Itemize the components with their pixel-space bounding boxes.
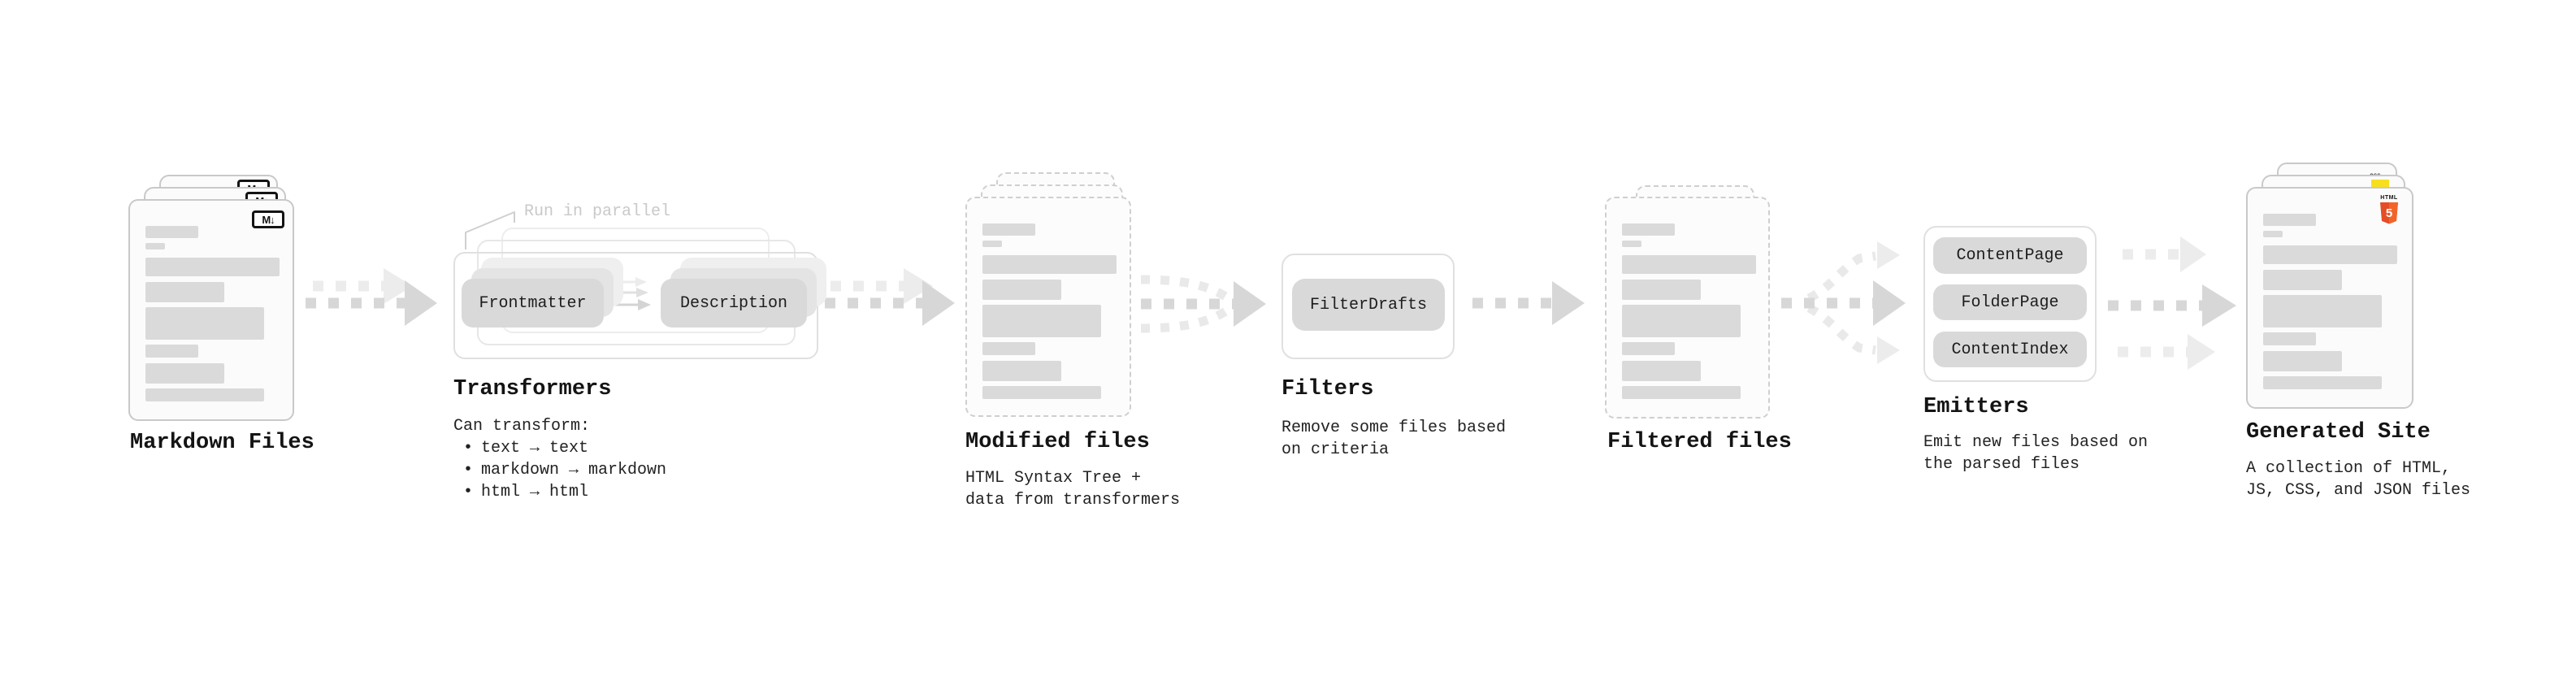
skeleton-bar: [2263, 214, 2316, 226]
skeleton-bar: [982, 255, 1117, 274]
skeleton-bar: [982, 223, 1035, 236]
arrow-markdown-to-transformers: [306, 268, 437, 326]
skeleton-bar: [1622, 386, 1741, 399]
subtitle-line: the parsed files: [1923, 455, 2080, 474]
stage-title: Emitters: [1923, 395, 2029, 419]
skeleton-bar: [982, 386, 1101, 399]
skeleton-bar: [145, 345, 198, 358]
skeleton-bar: [1622, 280, 1701, 300]
file-card: [1605, 197, 1770, 419]
svg-text:5: 5: [2386, 206, 2392, 220]
skeleton-bar: [2263, 295, 2382, 327]
skeleton-bar: [1622, 223, 1675, 236]
skeleton-bar: [1622, 342, 1675, 355]
pill-frontmatter: Frontmatter: [462, 279, 604, 327]
stage-title: Markdown Files: [130, 431, 314, 455]
subtitle-line: HTML Syntax Tree +: [965, 469, 1142, 488]
skeleton-bar: [145, 307, 264, 340]
arrow-filters-to-filtered: [1472, 281, 1585, 325]
skeleton-bar: [982, 305, 1101, 337]
skeleton-bar: [145, 282, 224, 302]
skeleton-bar: [2263, 351, 2342, 371]
run-in-parallel-note: Run in parallel: [524, 202, 671, 221]
skeleton-bar: [145, 226, 198, 238]
stage-subtitle: Remove some files based on criteria: [1281, 417, 1506, 461]
stage-subtitle: A collection of HTML, JS, CSS, and JSON …: [2246, 458, 2470, 501]
stage-title: Transformers: [453, 377, 612, 401]
arrow-modified-to-filters-merge: [1140, 275, 1266, 333]
stage-subtitle: Can transform: • text → text • markdown → …: [453, 415, 666, 503]
skeleton-bar: [2263, 376, 2382, 389]
skeleton-bar: [1622, 305, 1741, 337]
stage-title: Modified files: [965, 430, 1150, 454]
skeleton-bar: [1622, 241, 1641, 247]
subtitle-line: Can transform:: [453, 417, 591, 436]
html5-icon: HTML 5: [2379, 195, 2399, 224]
file-card: HTML 5: [2246, 187, 2413, 409]
html5-shield: 5: [2380, 202, 2398, 224]
stage-subtitle: Emit new files based on the parsed files: [1923, 432, 2148, 475]
bullet-item: • markdown → markdown: [453, 459, 666, 481]
subtitle-line: Emit new files based on: [1923, 433, 2149, 452]
skeleton-bar: [2263, 332, 2316, 345]
stage-title: Filtered files: [1607, 430, 1792, 454]
skeleton-bar: [145, 388, 264, 401]
bullet-text: text → text: [481, 439, 589, 458]
bullet-marker: •: [463, 439, 474, 458]
html5-icon-label: HTML: [2380, 195, 2398, 201]
arrow-transformers-to-modified: [825, 268, 955, 326]
skeleton-bar: [982, 280, 1061, 300]
skeleton-bar: [982, 361, 1061, 381]
subtitle-line: A collection of HTML,: [2246, 459, 2452, 478]
file-card: M↓: [128, 199, 294, 421]
skeleton-bar: [1622, 255, 1756, 274]
bullet-marker: •: [463, 483, 474, 501]
pill-contentindex: ContentIndex: [1933, 332, 2087, 367]
pill-contentpage: ContentPage: [1933, 237, 2087, 274]
skeleton-bar: [982, 241, 1002, 247]
bullet-marker: •: [463, 461, 474, 479]
arrow-emitters-to-generated: [2108, 236, 2236, 370]
pill-folderpage: FolderPage: [1933, 284, 2087, 320]
stage-title: Filters: [1281, 377, 1374, 401]
markdown-icon: M↓: [252, 210, 284, 228]
skeleton-bar: [145, 363, 224, 384]
pill-filterdrafts: FilterDrafts: [1292, 279, 1445, 331]
subtitle-line: on criteria: [1281, 440, 1390, 459]
subtitle-line: data from transformers: [965, 491, 1181, 510]
stage-subtitle: HTML Syntax Tree + data from transformer…: [965, 467, 1180, 511]
arrow-filtered-to-emitters-fanout: [1781, 241, 1906, 364]
file-card: [965, 197, 1131, 417]
skeleton-bar: [1622, 361, 1701, 381]
subtitle-line: JS, CSS, and JSON files: [2246, 481, 2471, 500]
bullet-text: html → html: [481, 483, 589, 501]
skeleton-bar: [145, 243, 165, 249]
skeleton-bar: [145, 258, 280, 276]
subtitle-line: Remove some files based: [1281, 419, 1507, 437]
bullet-text: markdown → markdown: [481, 461, 667, 479]
stage-title: Generated Site: [2246, 420, 2431, 445]
pill-description: Description: [661, 279, 807, 327]
skeleton-bar: [2263, 245, 2397, 264]
skeleton-bar: [2263, 270, 2342, 290]
skeleton-bar: [982, 342, 1035, 355]
bullet-item: • html → html: [453, 481, 666, 503]
bullet-item: • text → text: [453, 437, 666, 459]
skeleton-bar: [2263, 231, 2283, 237]
